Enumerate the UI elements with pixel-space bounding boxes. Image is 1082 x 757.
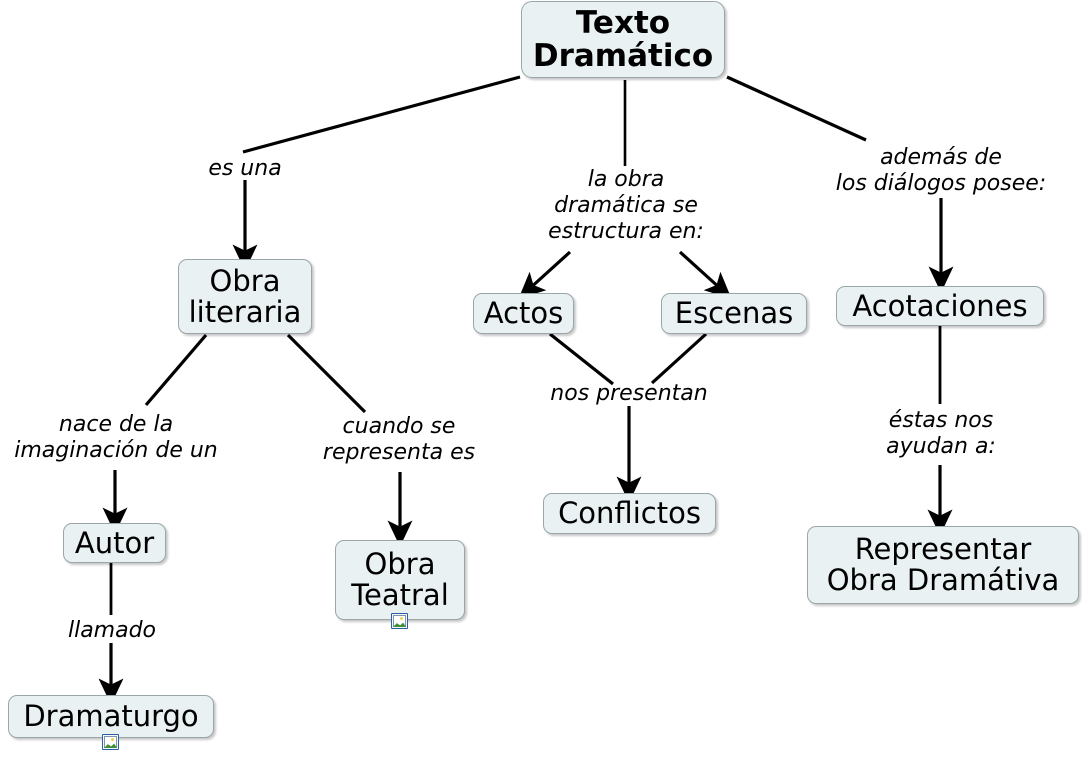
node-obra-literaria[interactable]: Obra literaria	[178, 259, 312, 334]
node-escenas[interactable]: Escenas	[661, 293, 807, 334]
edge-label-la-obra-dramatica: la obra dramática se estructura en:	[548, 167, 704, 245]
edge-escenas-to-conflictos	[650, 332, 708, 385]
edge-actos-to-conflictos	[549, 332, 614, 386]
image-icon-dramaturgo[interactable]	[102, 734, 119, 750]
edge-middle-to-actos	[518, 250, 572, 299]
edge-label-nos-presentan: nos presentan	[550, 381, 708, 406]
edge-texto-to-acotaciones-upper	[726, 75, 867, 142]
edge-obra-to-teatral-upper	[286, 333, 367, 414]
node-dramaturgo[interactable]: Dramaturgo	[8, 695, 214, 738]
image-icon-sun	[111, 738, 114, 741]
node-conflictos[interactable]: Conflictos	[543, 493, 716, 534]
node-texto-dramatico[interactable]: Texto Dramático	[521, 1, 725, 78]
node-actos[interactable]: Actos	[473, 293, 574, 334]
edge-label-llamado: llamado	[67, 618, 157, 643]
edge-obra-to-autor-upper	[144, 333, 208, 407]
edge-label-nace-de-la-imaginacion: nace de la imaginación de un	[14, 412, 218, 464]
node-obra-teatral[interactable]: Obra Teatral	[335, 540, 465, 620]
edge-label-ademas-de-los-dialogos: además de los diálogos posee:	[835, 145, 1047, 197]
image-icon-sun	[400, 617, 403, 620]
edge-label-cuando-se-representa: cuando se representa es	[322, 414, 476, 466]
node-representar-obra-dramatica[interactable]: Representar Obra Dramátiva	[807, 526, 1079, 604]
edge-texto-to-obra-literaria-upper	[242, 75, 521, 154]
edge-label-es-una: es una	[208, 156, 282, 181]
edge-label-estas-nos-ayudan: éstas nos ayudan a:	[886, 408, 996, 460]
node-autor[interactable]: Autor	[63, 523, 166, 563]
image-icon-obra-teatral[interactable]	[391, 613, 408, 629]
node-acotaciones[interactable]: Acotaciones	[836, 286, 1044, 326]
edge-middle-to-escenas	[678, 250, 732, 299]
